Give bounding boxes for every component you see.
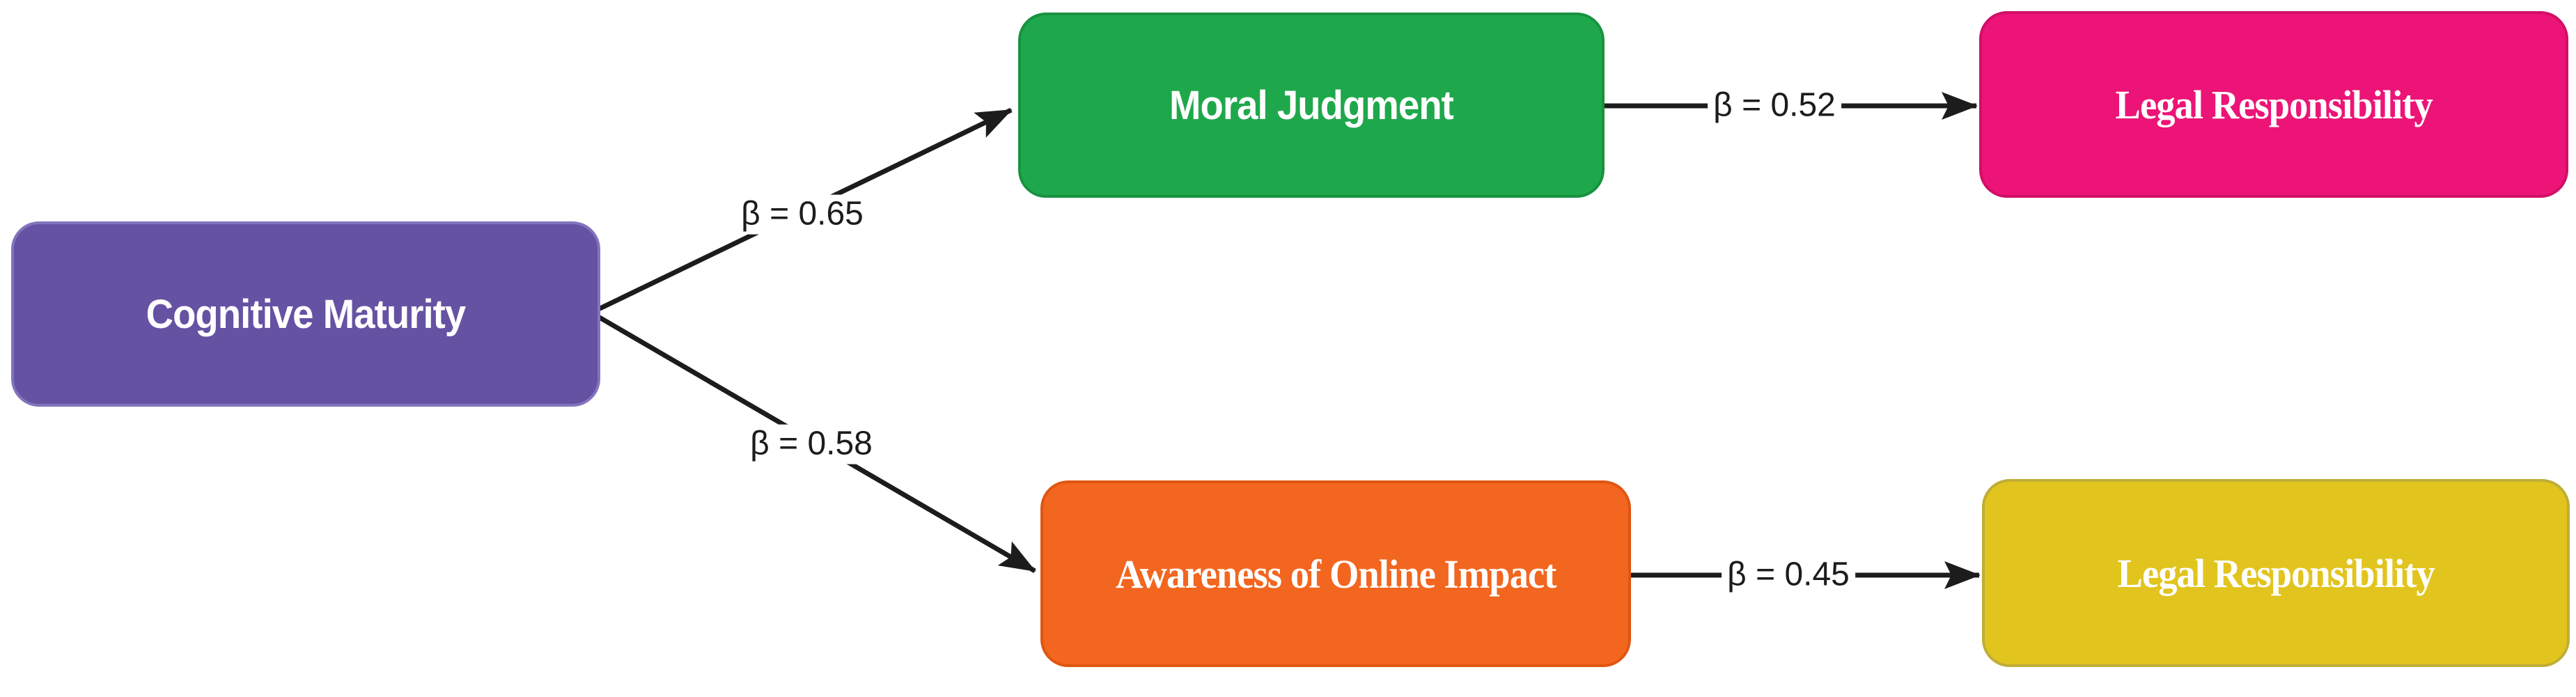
edge-label-beta-058: β = 0.58: [744, 424, 878, 464]
node-cognitive-maturity: Cognitive Maturity: [11, 221, 600, 407]
node-cognitive-maturity-label: Cognitive Maturity: [146, 291, 467, 337]
edge-label-beta-045: β = 0.45: [1722, 555, 1855, 595]
node-legal-responsibility-bottom: Legal Responsibility: [1982, 479, 2570, 667]
node-legal-responsibility-top: Legal Responsibility: [1979, 11, 2568, 198]
edge-label-beta-052: β = 0.52: [1708, 86, 1841, 126]
node-awareness-of-online-impact-label: Awareness of Online Impact: [1115, 551, 1556, 597]
node-moral-judgment-label: Moral Judgment: [1169, 82, 1454, 128]
node-awareness-of-online-impact: Awareness of Online Impact: [1040, 480, 1631, 667]
edge-label-beta-065: β = 0.65: [735, 194, 869, 235]
node-legal-responsibility-bottom-label: Legal Responsibility: [2117, 550, 2435, 596]
node-moral-judgment: Moral Judgment: [1018, 13, 1605, 198]
node-legal-responsibility-top-label: Legal Responsibility: [2115, 81, 2433, 127]
